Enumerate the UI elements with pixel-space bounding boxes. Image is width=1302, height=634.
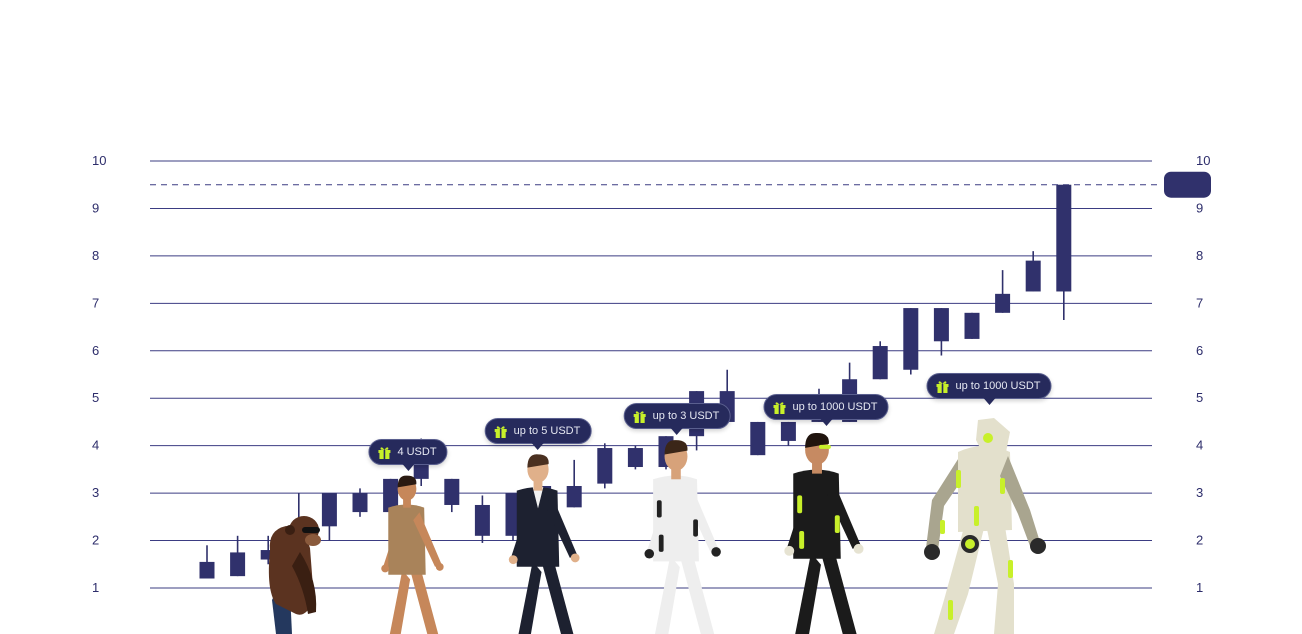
candle [444, 478, 460, 513]
candle-body [260, 550, 276, 560]
early-human-icon [381, 475, 444, 634]
candle [780, 421, 796, 446]
gift-icon [773, 401, 786, 414]
y-tick-label-left: 8 [92, 248, 99, 263]
candle [474, 495, 490, 543]
candle [627, 445, 643, 470]
y-tick-label-right: 10 [1196, 153, 1210, 168]
candle [995, 270, 1011, 313]
y-tick-label-right: 4 [1196, 438, 1203, 453]
candle-body [199, 561, 215, 579]
candle-body [995, 293, 1011, 313]
reward-badge: up to 5 USDT [484, 418, 592, 444]
current-price-tag [1164, 171, 1211, 198]
y-tick-label-right: 5 [1196, 390, 1203, 405]
y-tick-label-right: 3 [1196, 485, 1203, 500]
candle-body [230, 552, 246, 577]
candle [352, 488, 368, 517]
candle-body [321, 493, 337, 527]
cyber-suit-man-icon [784, 432, 864, 634]
y-tick-label-right: 8 [1196, 248, 1203, 263]
reward-badge-label: up to 3 USDT [652, 410, 720, 422]
candle-body [474, 504, 490, 536]
reward-badge-label: 4 USDT [397, 446, 437, 458]
reward-badge: up to 3 USDT [623, 403, 731, 429]
candle-body [566, 485, 582, 508]
candle-body [780, 421, 796, 441]
candle [903, 308, 919, 375]
businessman-icon [508, 454, 580, 634]
candle-body [627, 448, 643, 468]
gift-icon [494, 425, 507, 438]
candle-body [505, 493, 521, 536]
candle-body [597, 448, 613, 484]
candle-body [964, 312, 980, 339]
candle [597, 443, 613, 489]
candle [199, 545, 215, 579]
reward-badge-label: up to 1000 USDT [792, 401, 878, 413]
candle-body [933, 308, 949, 342]
candle [260, 535, 276, 565]
y-axis-left: 1 2 3 4 5 6 7 8 9 10 [92, 153, 106, 595]
candle-body [872, 346, 888, 380]
candle [1056, 184, 1072, 320]
candle [321, 493, 337, 541]
candle [750, 421, 766, 456]
candle-body [413, 462, 429, 479]
y-axis-right: 1 2 3 4 5 6 7 8 9 10 [1196, 153, 1210, 595]
candle-body [352, 493, 368, 513]
y-tick-label-right: 6 [1196, 343, 1203, 358]
y-tick-label-right: 1 [1196, 580, 1203, 595]
candle [566, 459, 582, 508]
candle [230, 535, 246, 577]
evolution-figures [268, 418, 1046, 634]
candle [505, 493, 521, 541]
y-tick-label-left: 4 [92, 438, 99, 453]
y-tick-label-left: 2 [92, 533, 99, 548]
robot-icon [924, 418, 1046, 634]
reward-badge: 4 USDT [368, 439, 448, 465]
candle [1025, 251, 1041, 292]
reward-badge-label: up to 5 USDT [513, 425, 581, 437]
chimpanzee-icon [268, 516, 321, 634]
gift-icon [936, 380, 949, 393]
y-tick-label-right: 9 [1196, 200, 1203, 215]
candle-body [750, 421, 766, 456]
gift-icon [378, 446, 391, 459]
y-tick-label-left: 6 [92, 343, 99, 358]
y-tick-label-right: 2 [1196, 533, 1203, 548]
y-tick-label-left: 3 [92, 485, 99, 500]
candle-body [1025, 260, 1041, 292]
y-tick-label-left: 7 [92, 295, 99, 310]
reward-badge-label: up to 1000 USDT [955, 380, 1041, 392]
reward-badge: up to 1000 USDT [926, 373, 1052, 399]
candle [933, 308, 949, 356]
y-tick-label-right: 7 [1196, 295, 1203, 310]
candle-body [903, 308, 919, 370]
space-suit-man-icon [644, 440, 721, 634]
candle-body [1056, 184, 1072, 292]
candle [964, 312, 980, 339]
candle-body [444, 478, 460, 505]
y-tick-label-left: 10 [92, 153, 106, 168]
y-tick-label-left: 9 [92, 200, 99, 215]
y-tick-label-left: 5 [92, 390, 99, 405]
candle-body [383, 478, 399, 513]
reward-badge: up to 1000 USDT [763, 394, 889, 420]
gift-icon [633, 410, 646, 423]
y-tick-label-left: 1 [92, 580, 99, 595]
candle [872, 341, 888, 380]
